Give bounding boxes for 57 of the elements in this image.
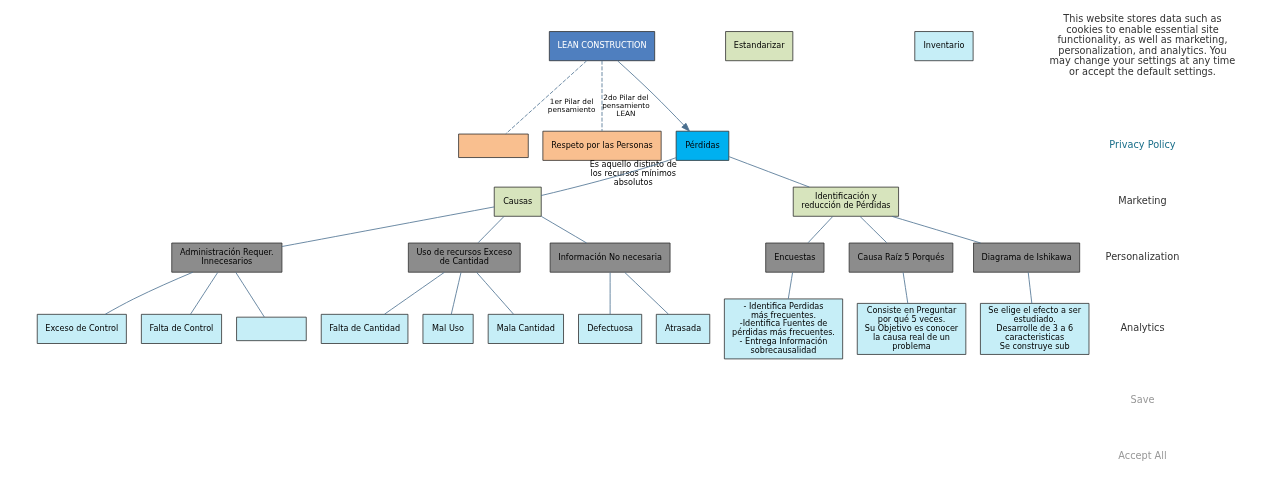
node-box: Estandarizar <box>724 31 793 62</box>
label: Accept All <box>1117 449 1167 461</box>
connector <box>787 272 793 300</box>
connector <box>475 272 514 315</box>
node-box: Mala Cantidad <box>487 313 564 344</box>
connector <box>807 216 833 244</box>
node-box: Causa Raíz 5 Porqués <box>848 242 953 273</box>
connector <box>450 272 461 315</box>
connector <box>623 272 669 315</box>
connector <box>891 215 981 244</box>
node-box: Mal Uso <box>422 313 474 344</box>
label: Analytics <box>1119 322 1165 334</box>
node-box: Respeto por las Personas <box>541 130 662 161</box>
connector <box>859 216 887 244</box>
arrow <box>616 60 690 132</box>
node-box: Falta de Control <box>140 313 222 344</box>
node-box: Defectuosa <box>577 313 642 344</box>
connector <box>609 272 610 315</box>
node-box: Diagrama de Ishikawa <box>972 242 1080 273</box>
connector <box>540 215 587 244</box>
connector <box>540 157 676 196</box>
node-box: Falta de Cantidad <box>320 313 408 344</box>
node-box <box>457 133 529 158</box>
node-box: Atrasada <box>655 313 710 344</box>
node-box: Uso de recursos Exceso de Cantidad <box>407 242 521 273</box>
connector <box>281 206 495 247</box>
label: Personalization <box>1105 251 1179 263</box>
connector <box>601 60 602 132</box>
node-label: Es aquello distinto de los recursos mínimos absolutos <box>589 158 677 187</box>
connector <box>104 271 193 315</box>
connector <box>189 272 218 315</box>
connector <box>1027 272 1032 304</box>
label: Privacy Policy <box>1108 139 1176 151</box>
node-box <box>235 316 307 342</box>
node-box: Causas <box>493 186 542 217</box>
node-box: - Identifica Perdidas más frecuentes. -Identifica Fuentes de pérdidas más frecuentes. - Entrega Información sobrecausalidad <box>723 298 843 360</box>
node-box: Consiste en Preguntar por qué 5 veces. Su Objetivo es conocer la causa real de un problema <box>856 303 966 355</box>
label: This website stores data such as cookies to enable essential site functionality, as well as marketing, personalization, and analytics. You may change your settings at any time or accept the default settings. <box>1049 13 1235 77</box>
node-box: Identificación y reducción de Pérdidas <box>792 186 899 217</box>
label: Save <box>1130 393 1154 405</box>
node-box: Información No necesaria <box>549 242 670 273</box>
connector <box>383 271 445 315</box>
connector <box>234 272 265 318</box>
edge-label: 1er Pilar del pensamiento <box>547 96 595 114</box>
edge-label: 2do Pilar del pensamiento LEAN <box>601 92 650 118</box>
connector <box>504 60 587 135</box>
connector <box>728 156 810 188</box>
connector <box>477 216 504 244</box>
node-box: Encuestas <box>764 242 824 273</box>
node-box: Exceso de Control <box>36 313 127 344</box>
node-box: Inventario <box>913 31 974 62</box>
node-box: Se elige el efecto a ser estudiado. Desarrolle de 3 a 6 caracteristicas Se construye sub <box>979 303 1089 355</box>
label: Marketing <box>1117 195 1167 207</box>
node-box: LEAN CONSTRUCTION <box>548 31 655 62</box>
node-box: Administración Requer. Innecesarios <box>170 242 282 273</box>
connector <box>902 272 908 304</box>
node-box: Pérdidas <box>675 130 729 161</box>
